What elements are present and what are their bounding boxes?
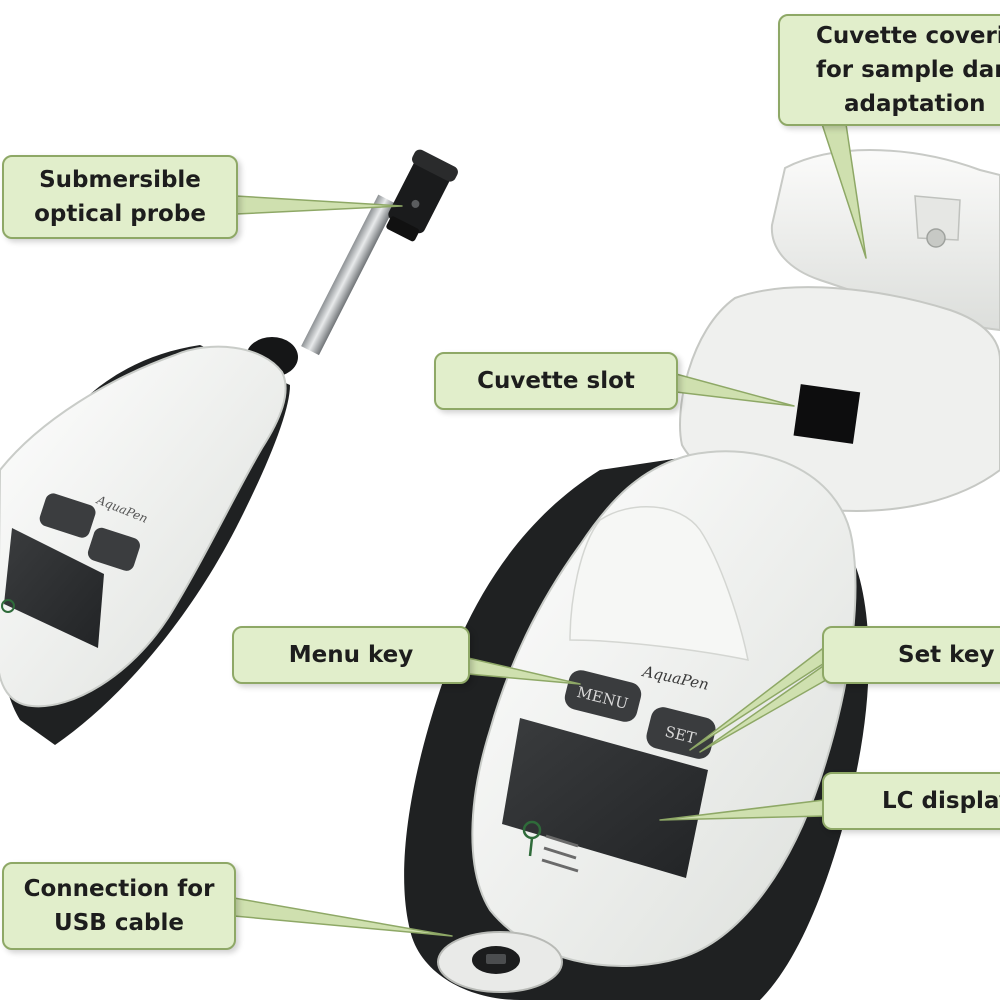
probe-rod bbox=[301, 194, 397, 356]
callout-text: Cuvette slot bbox=[477, 368, 635, 394]
left-menu-key bbox=[39, 493, 96, 538]
optical-probe-tip bbox=[386, 149, 458, 242]
callout-text: Menu key bbox=[288, 642, 414, 668]
callout-text: adaptation bbox=[844, 91, 986, 117]
cuvette-slot-opening bbox=[793, 384, 861, 444]
callout-text: for sample dark bbox=[816, 57, 1000, 83]
callout-text: optical probe bbox=[34, 201, 206, 227]
callout-cuvette-slot: Cuvette slot bbox=[434, 352, 678, 410]
callout-text: Submersible bbox=[39, 167, 201, 193]
manufacturer-logo bbox=[522, 820, 579, 873]
set-key: SET bbox=[646, 707, 716, 759]
callout-set-key: Set key bbox=[822, 626, 1000, 684]
left-set-key bbox=[87, 527, 140, 571]
callout-lc-display: LC display bbox=[822, 772, 1000, 830]
callout-submersible-optical-probe: Submersible optical probe bbox=[2, 155, 238, 239]
callout-text: Connection for bbox=[23, 876, 215, 902]
callout-text: LC display bbox=[882, 788, 1000, 814]
callout-usb-connection: Connection for USB cable bbox=[2, 862, 236, 950]
cover-screw-icon bbox=[926, 228, 946, 248]
left-logo-icon bbox=[1, 599, 15, 613]
callout-text: Set key bbox=[898, 642, 995, 668]
right-face-panel bbox=[569, 505, 749, 661]
probe-device: AquaPen bbox=[0, 149, 458, 745]
callout-text: Cuvette covering bbox=[816, 23, 1000, 49]
usb-port bbox=[437, 931, 563, 993]
callout-menu-key: Menu key bbox=[232, 626, 470, 684]
callout-text: USB cable bbox=[54, 910, 184, 936]
left-lc-display bbox=[4, 528, 104, 648]
menu-key: MENU bbox=[564, 670, 642, 722]
cuvette-device: MENU SET AquaPen bbox=[404, 149, 1000, 1000]
leader-lines bbox=[233, 123, 867, 937]
callout-cuvette-covering: Cuvette covering for sample dark adaptat… bbox=[778, 14, 1000, 126]
